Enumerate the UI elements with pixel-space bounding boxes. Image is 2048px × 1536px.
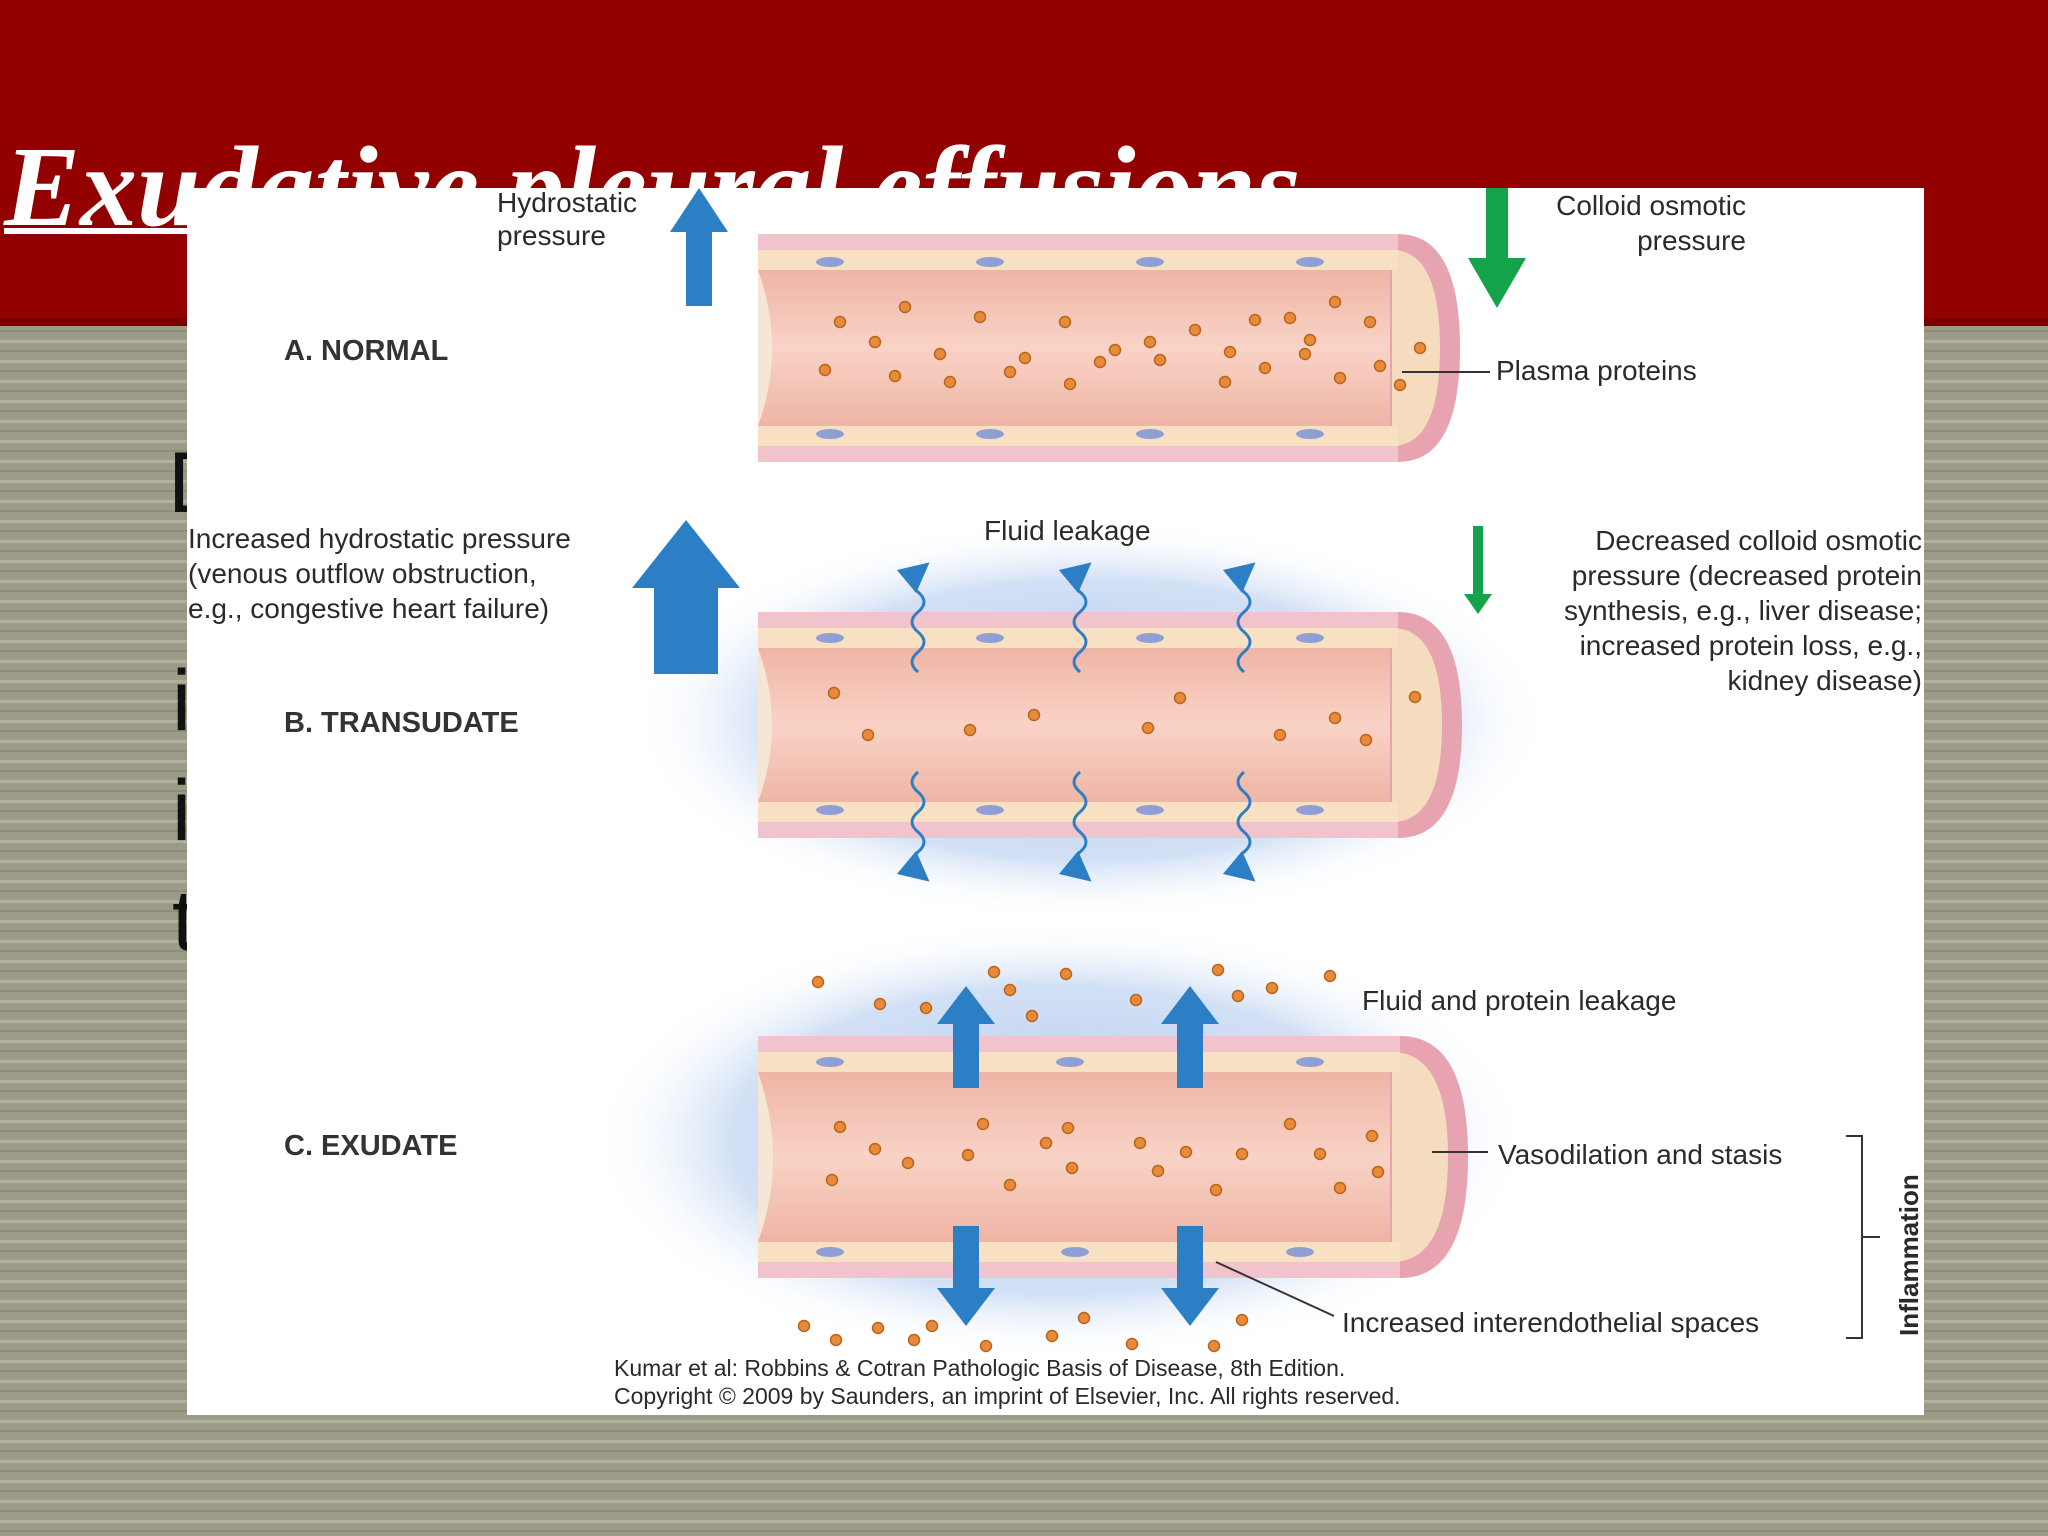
body-text-fragment: i xyxy=(172,763,192,859)
panel-normal xyxy=(670,188,1526,462)
fluid-protein-leakage-label: Fluid and protein leakage xyxy=(1362,985,1676,1016)
decreased-colloid-label-5: kidney disease) xyxy=(1727,665,1922,696)
colloid-osmotic-label-1: Colloid osmotic xyxy=(1556,190,1746,221)
vessel-normal xyxy=(758,234,1460,462)
decreased-colloid-label-3: synthesis, e.g., liver disease; xyxy=(1564,595,1922,626)
body-text-fragment: i xyxy=(172,653,192,749)
panel-label-normal: A. NORMAL xyxy=(284,335,448,367)
increased-hydrostatic-arrow xyxy=(632,520,740,674)
plasma-protein-dots xyxy=(818,295,1427,392)
vessel-transudate xyxy=(758,612,1462,838)
transudate-protein-dots xyxy=(827,686,1422,747)
exudate-leak-arrows xyxy=(937,986,1219,1326)
panel-label-transudate: B. TRANSUDATE xyxy=(284,707,519,739)
increased-hydrostatic-label-2: (venous outflow obstruction, xyxy=(188,558,537,589)
panel-transudate xyxy=(630,520,1550,920)
increased-hydrostatic-label-3: e.g., congestive heart failure) xyxy=(188,593,549,624)
vessel-exudate xyxy=(758,1036,1468,1278)
panel-exudate xyxy=(590,920,1880,1360)
exudate-protein-dots xyxy=(797,963,1385,1353)
diagram-canvas: A. NORMAL B. TRANSUDATE C. EXUDATE Hydro… xyxy=(188,188,1924,1409)
interendothelial-spaces-label: Increased interendothelial spaces xyxy=(1342,1307,1759,1338)
decreased-colloid-arrow xyxy=(1464,526,1492,614)
hydrostatic-pressure-label-2: pressure xyxy=(497,220,606,251)
spaces-pointer-line xyxy=(1215,1261,1335,1317)
wavy-fluid-arrows xyxy=(896,562,1256,882)
decreased-colloid-label-2: pressure (decreased protein xyxy=(1572,560,1922,591)
colloid-osmotic-label-2: pressure xyxy=(1637,225,1746,256)
vasodilation-label: Vasodilation and stasis xyxy=(1498,1139,1782,1170)
hydrostatic-arrow-up xyxy=(670,188,728,306)
increased-hydrostatic-label-1: Increased hydrostatic pressure xyxy=(188,523,571,554)
vessel-diagram: A. NORMAL B. TRANSUDATE C. EXUDATE Hydro… xyxy=(187,188,1924,1415)
colloid-arrow-down xyxy=(1468,188,1526,308)
decreased-colloid-label-1: Decreased colloid osmotic xyxy=(1595,525,1922,556)
panel-label-exudate: C. EXUDATE xyxy=(284,1130,457,1162)
citation-line-1: Kumar et al: Robbins & Cotran Pathologic… xyxy=(614,1355,1345,1381)
citation-line-2: Copyright © 2009 by Saunders, an imprint… xyxy=(614,1383,1401,1409)
plasma-proteins-label: Plasma proteins xyxy=(1496,355,1697,386)
inflammation-bracket xyxy=(1846,1135,1880,1339)
inflammation-label: Inflammation xyxy=(1894,1174,1924,1336)
decreased-colloid-label-4: increased protein loss, e.g., xyxy=(1580,630,1922,661)
hydrostatic-pressure-label-1: Hydrostatic xyxy=(497,188,637,218)
fluid-leakage-label: Fluid leakage xyxy=(984,515,1151,546)
